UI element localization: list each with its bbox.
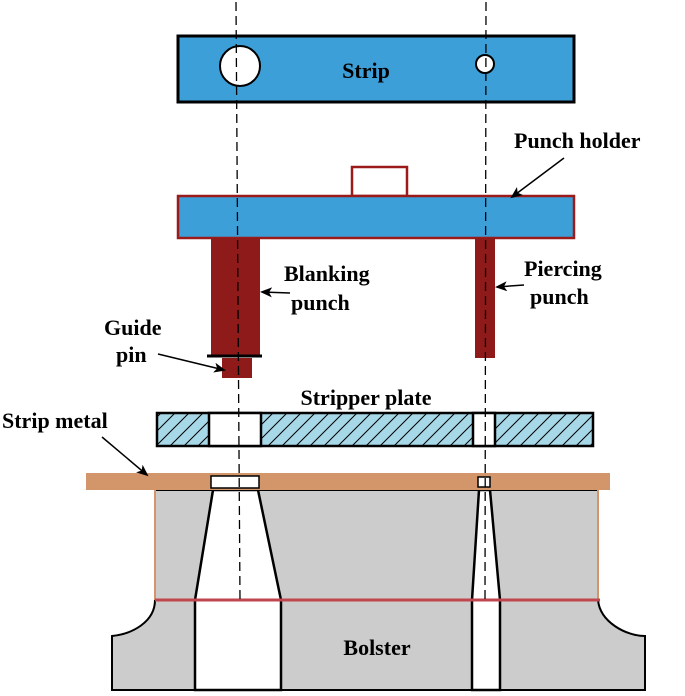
pierced-slot	[477, 476, 491, 488]
blanking-centre-line	[235, 1, 241, 601]
blanked-slot	[210, 475, 260, 489]
stripper-plate-label: Stripper plate	[301, 385, 432, 410]
guide-pin-label-line2: pin	[116, 342, 147, 367]
stripper-blank-opening	[207, 411, 263, 448]
bolster-label: Bolster	[343, 635, 410, 660]
piercing-centre-line	[484, 1, 487, 601]
strip-metal-body	[86, 473, 610, 490]
piercing-punch-label-line2: punch	[530, 284, 589, 309]
bolster: Bolster	[111, 488, 646, 692]
blanking-punch	[207, 238, 262, 358]
punch-holder	[176, 165, 576, 240]
pierced-hole-small-icon	[475, 54, 495, 74]
pierced-hole-large-icon	[219, 45, 261, 87]
guide-pin-label-line1: Guide	[104, 315, 162, 340]
stripper-pierce-opening	[471, 411, 497, 448]
piercing-punch-arrow-icon	[495, 281, 525, 292]
blanking-punch-arrow-icon	[260, 287, 291, 298]
strip-metal	[86, 473, 610, 490]
blanking-punch-label-line1: Blanking	[284, 261, 370, 286]
punch-holder-shank	[350, 165, 409, 198]
blanking-punch-body	[211, 238, 260, 356]
punch-holder-label: Punch holder	[514, 128, 641, 153]
guide-pin-body	[222, 358, 252, 378]
strip-label: Strip	[342, 58, 390, 83]
punch-holder-body	[176, 194, 576, 240]
strip: Strip	[176, 34, 576, 104]
strip-metal-label: Strip metal	[2, 408, 108, 433]
stripper-plate: Stripper plate	[155, 385, 595, 448]
blanking-punch-label-line2: punch	[291, 290, 350, 315]
strip-metal-arrow-icon	[101, 436, 149, 477]
punch-holder-arrow-icon	[510, 157, 565, 199]
guide-pin-arrow-icon	[157, 353, 226, 373]
piercing-punch-label-line1: Piercing	[524, 256, 602, 281]
guide-pin	[222, 358, 252, 378]
bolster-body	[111, 489, 646, 691]
